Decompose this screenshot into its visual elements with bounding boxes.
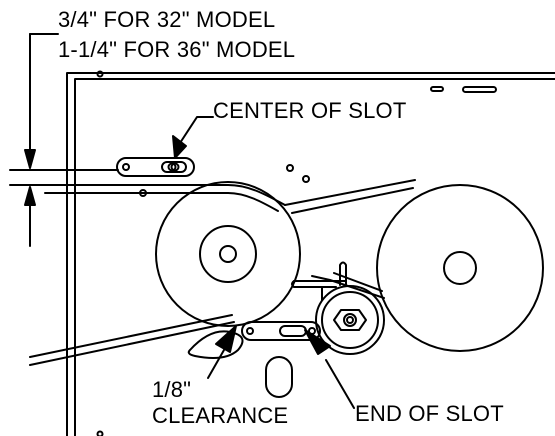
idler-pulley (315, 285, 385, 355)
leader-end-of-slot (304, 329, 355, 409)
center-of-slot-label: CENTER OF SLOT (213, 98, 407, 123)
right-drive-pulley (376, 184, 544, 352)
leader-clearance (207, 325, 237, 379)
dimension-label-32-model: 3/4" FOR 32" MODEL (58, 7, 276, 32)
leader-center-of-slot (172, 116, 214, 159)
clearance-label: CLEARANCE (152, 403, 289, 428)
end-of-slot-label: END OF SLOT (355, 401, 504, 426)
dimension-label-36-model: 1-1/4" FOR 36" MODEL (58, 37, 296, 62)
dimension-marker (9, 33, 119, 247)
mounting-holes (139, 164, 310, 197)
housing-frame (66, 70, 555, 436)
lower-cutouts (187, 330, 293, 398)
upper-slot-bracket (116, 157, 195, 177)
left-drive-pulley (155, 181, 301, 327)
idler-bracket-arm (291, 261, 347, 301)
clearance-value-label: 1/8" (152, 377, 192, 402)
